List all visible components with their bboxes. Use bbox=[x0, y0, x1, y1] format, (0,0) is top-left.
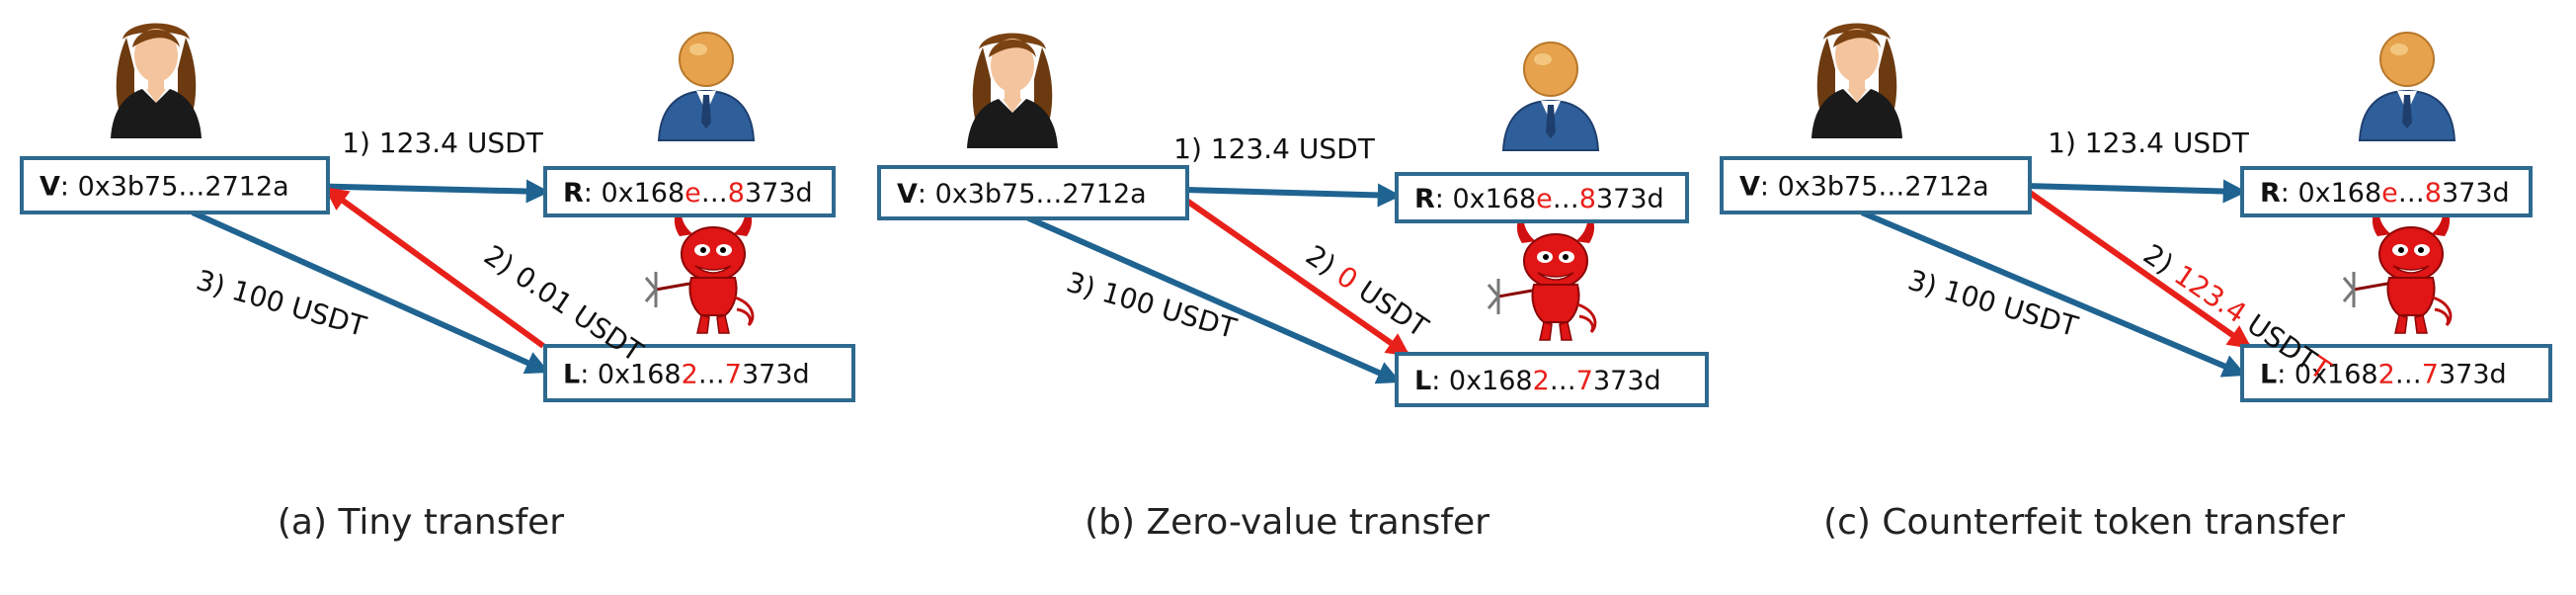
victim-address-value: : 0x3b75…2712a bbox=[1760, 172, 1989, 203]
victim-address-box bbox=[877, 165, 1189, 220]
recipient-address-ellipsis: … bbox=[2398, 178, 2425, 209]
lookalike-address-ellipsis: … bbox=[2395, 360, 2422, 390]
victim-address: V: 0x3b75…2712a bbox=[1739, 172, 1989, 203]
lookalike-address-suffix: 373d bbox=[1593, 366, 1661, 396]
woman-user-icon bbox=[111, 23, 201, 138]
recipient-address: R: 0x168e…8373d bbox=[1414, 184, 1664, 214]
woman-user-icon bbox=[967, 33, 1058, 148]
victim-address-value: : 0x3b75…2712a bbox=[918, 179, 1147, 210]
lookalike-address-highlight-1: 2 bbox=[1533, 366, 1550, 396]
recipient-address-highlight-2: 8 bbox=[728, 178, 745, 209]
recipient-address-ellipsis: … bbox=[1553, 184, 1579, 214]
transfer-1-label: 1) 123.4 USDT bbox=[342, 127, 544, 159]
recipient-address-box bbox=[543, 166, 836, 217]
transfer-3-label: 3) 100 USDT bbox=[193, 264, 370, 344]
recipient-address-prefix: : 0x168 bbox=[2281, 178, 2381, 209]
victim-label: V bbox=[1739, 172, 1760, 203]
recipient-address-highlight-1: e bbox=[684, 178, 701, 209]
panel-caption: (a) Tiny transfer bbox=[278, 502, 564, 543]
arrow-transfer-1 bbox=[2024, 179, 2247, 204]
lookalike-address-highlight-2: 7 bbox=[2422, 360, 2439, 390]
recipient-address: R: 0x168e…8373d bbox=[2260, 178, 2510, 209]
recipient-address-box bbox=[2240, 166, 2533, 217]
lookalike-address-box bbox=[543, 344, 855, 402]
lookalike-address: L: 0x1682…7373d bbox=[1414, 366, 1661, 396]
arrow-transfer-3 bbox=[191, 210, 550, 375]
lookalike-address: L: 0x1682…7373d bbox=[563, 360, 810, 390]
transfer-3-label: 3) 100 USDT bbox=[1063, 266, 1241, 346]
arrow-transfer-1 bbox=[1184, 183, 1402, 208]
arrow-transfer-3 bbox=[1020, 212, 1402, 384]
red-devil-icon bbox=[1487, 212, 1597, 342]
panel-caption: (b) Zero-value transfer bbox=[1085, 502, 1489, 543]
lookalike-label: L bbox=[2260, 360, 2277, 390]
recipient-address-highlight-2: 8 bbox=[2425, 178, 2442, 209]
recipient-label: R bbox=[2260, 178, 2281, 209]
recipient-address-prefix: : 0x168 bbox=[584, 178, 684, 209]
lookalike-address-prefix: : 0x168 bbox=[580, 360, 681, 390]
lookalike-address-ellipsis: … bbox=[698, 360, 725, 390]
transfer-1-label: 1) 123.4 USDT bbox=[1173, 132, 1376, 165]
recipient-label: R bbox=[563, 178, 584, 209]
arrow-transfer-3 bbox=[1860, 210, 2247, 378]
man-user-icon bbox=[658, 32, 755, 141]
recipient-address-prefix: : 0x168 bbox=[1435, 184, 1536, 214]
victim-address: V: 0x3b75…2712a bbox=[897, 179, 1147, 210]
man-user-icon bbox=[1502, 42, 1599, 151]
recipient-label: R bbox=[1414, 184, 1435, 214]
man-user-icon bbox=[2359, 32, 2455, 141]
transfer-2-label: 2) 123.4 USDTT bbox=[2137, 237, 2337, 386]
red-devil-icon bbox=[644, 205, 755, 335]
recipient-address-ellipsis: … bbox=[701, 178, 728, 209]
lookalike-address-prefix: : 0x168 bbox=[1431, 366, 1532, 396]
lookalike-address-highlight-2: 7 bbox=[1576, 366, 1593, 396]
recipient-address-highlight-1: e bbox=[2381, 178, 2398, 209]
lookalike-address-ellipsis: … bbox=[1550, 366, 1576, 396]
lookalike-address-box bbox=[2240, 344, 2552, 402]
woman-user-icon bbox=[1811, 23, 1902, 138]
lookalike-label: L bbox=[563, 360, 580, 390]
victim-label: V bbox=[40, 172, 60, 203]
lookalike-address-highlight-1: 2 bbox=[682, 360, 698, 390]
arrow-transfer-2 bbox=[2021, 185, 2252, 349]
lookalike-address-highlight-1: 2 bbox=[2378, 360, 2395, 390]
transfer-3-label: 3) 100 USDT bbox=[1904, 264, 2082, 344]
recipient-address-suffix: 373d bbox=[1596, 184, 1664, 214]
recipient-address-suffix: 373d bbox=[745, 178, 813, 209]
victim-address-value: : 0x3b75…2712a bbox=[60, 172, 289, 203]
recipient-address-highlight-2: 8 bbox=[1579, 184, 1596, 214]
recipient-address-suffix: 373d bbox=[2442, 178, 2510, 209]
lookalike-address-suffix: 373d bbox=[2439, 360, 2507, 390]
lookalike-address-suffix: 373d bbox=[742, 360, 810, 390]
lookalike-address-box bbox=[1395, 352, 1709, 407]
lookalike-address-prefix: : 0x168 bbox=[2277, 360, 2377, 390]
recipient-address-box bbox=[1395, 172, 1689, 223]
arrow-transfer-2 bbox=[324, 187, 545, 349]
recipient-address-highlight-1: e bbox=[1536, 184, 1553, 214]
arrow-transfer-1 bbox=[300, 179, 550, 204]
recipient-address: R: 0x168e…8373d bbox=[563, 178, 813, 209]
arrow-transfer-2 bbox=[1173, 190, 1410, 357]
lookalike-label: L bbox=[1414, 366, 1431, 396]
lookalike-address: L: 0x1682…7373d bbox=[2260, 360, 2507, 390]
lookalike-address-highlight-2: 7 bbox=[725, 360, 742, 390]
panel-caption: (c) Counterfeit token transfer bbox=[1823, 502, 2345, 543]
transfer-2-token: USDT bbox=[1345, 269, 1434, 344]
victim-address: V: 0x3b75…2712a bbox=[40, 172, 289, 203]
transfer-1-label: 1) 123.4 USDT bbox=[2048, 127, 2250, 159]
red-devil-icon bbox=[2342, 205, 2453, 335]
victim-address-box bbox=[20, 156, 330, 214]
victim-address-box bbox=[1720, 156, 2032, 214]
victim-label: V bbox=[897, 179, 918, 210]
